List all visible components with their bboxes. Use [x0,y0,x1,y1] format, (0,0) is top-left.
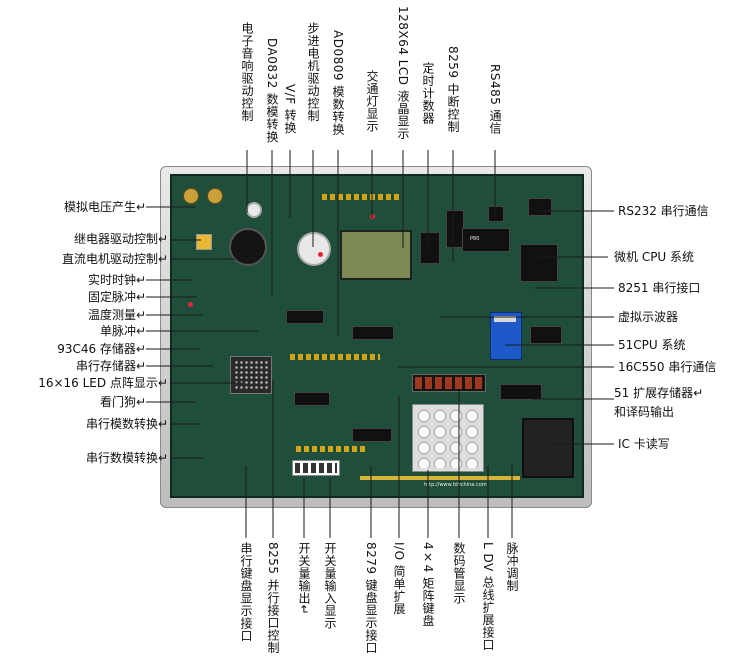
chip-8279 [352,428,392,442]
label-rs485: RS485 通信 [488,64,502,135]
buzzer [246,202,262,218]
label-51-expansion: 51 扩展存储器↵ [614,386,704,400]
label-pwm: 脉冲调制 [505,542,519,592]
label-timer: 定时计数器 [421,62,435,125]
chip-mark: P80 [470,236,480,242]
indicator-led-1 [318,252,323,257]
label-93c46: 93C46 存储器↵ [57,342,146,356]
label-serial-dac: 串行数模转换↵ [85,451,168,465]
stepper-motor [297,232,331,266]
label-decode-output: 和译码输出 [614,405,675,419]
chip-cpu [462,228,510,252]
jack-row-top [322,194,402,200]
label-16c550: 16C550 串行通信 [618,360,717,374]
chip-8251 [520,244,558,282]
label-serial-keyboard: 串行键盘显示接口 [239,542,253,642]
label-io-expansion: I/O 简单扩展 [392,542,406,615]
label-8259: 8259 中断控制 [446,46,460,133]
label-8279: 8279 键盘显示接口 [364,542,378,654]
label-analog-voltage: 模拟电压产生↵ [63,200,146,214]
label-rs232: RS232 串行通信 [618,204,709,218]
potentiometer-knob-1[interactable] [183,188,199,204]
label-traffic-light: 交通灯显示 [365,70,379,133]
label-watchdog: 看门狗↵ [99,395,146,409]
board-url: http://www.tdvchina.com [424,482,487,488]
label-ic-card: IC 卡读写 [618,437,670,451]
jack-row-mid [290,354,380,360]
potentiometer-knob-2[interactable] [207,188,223,204]
label-lcd: 128X64 LCD 液晶显示 [396,6,410,140]
label-8255: 8255 并行接口控制 [266,542,280,654]
bottom-strip [360,476,520,480]
ic-card-slot[interactable] [522,418,574,478]
led-matrix-16x16 [230,356,272,394]
chip-rs232 [528,198,552,216]
relay [196,234,212,250]
indicator-led-2 [370,214,375,219]
switch-row[interactable] [292,460,340,476]
lcd-128x64 [340,230,412,280]
label-led-matrix: 16×16 LED 点阵显示↵ [38,376,168,390]
chip-oscilloscope [352,326,394,340]
label-rtc: 实时时钟↵ [87,273,146,287]
label-serial-adc: 串行模数转换↵ [85,417,168,431]
chip-51-expansion [500,384,542,400]
seven-segment-display [412,374,486,392]
dc-motor-fan [229,228,267,266]
label-switch-output: 开关量输出↵ [297,542,311,616]
zif-lever[interactable] [494,316,516,322]
label-da0832: DA0832 数模转换 [265,38,279,144]
chip-memory [286,310,324,324]
label-8251: 8251 串行接口 [618,281,701,295]
chip-rs485 [488,206,504,222]
chip-16c550 [530,326,562,344]
label-cpu-system: 微机 CPU 系统 [614,250,695,264]
label-dc-motor: 直流电机驱动控制↵ [61,252,168,266]
label-switch-input: 开关量输入显示 [323,542,337,630]
chip-8255 [294,392,330,406]
label-vf: V/F 转换 [283,84,297,134]
jack-row-bottom [296,446,366,452]
label-relay-driver: 继电器驱动控制↵ [73,232,168,246]
chip-timer [420,232,440,264]
label-temperature: 温度测量↵ [87,308,146,322]
keypad-4x4[interactable] [412,404,484,472]
indicator-led-3 [188,302,193,307]
label-oscilloscope: 虚拟示波器 [618,310,679,324]
label-single-pulse: 单脉冲↵ [99,324,146,338]
label-ad0809: AD0809 模数转换 [331,30,345,136]
label-51cpu: 51CPU 系统 [618,338,686,352]
label-bus-expansion: L DV 总线扩展接口 [481,542,495,652]
label-audio-driver: 电子音响驱动控制 [240,22,254,122]
label-matrix-keypad: 4×4 矩阵键盘 [421,542,435,628]
label-7seg: 数码管显示 [452,542,466,605]
label-fixed-pulse: 固定脉冲↵ [87,290,146,304]
label-serial-memory: 串行存储器↵ [75,359,146,373]
label-stepper: 步进电机驱动控制 [306,22,320,122]
